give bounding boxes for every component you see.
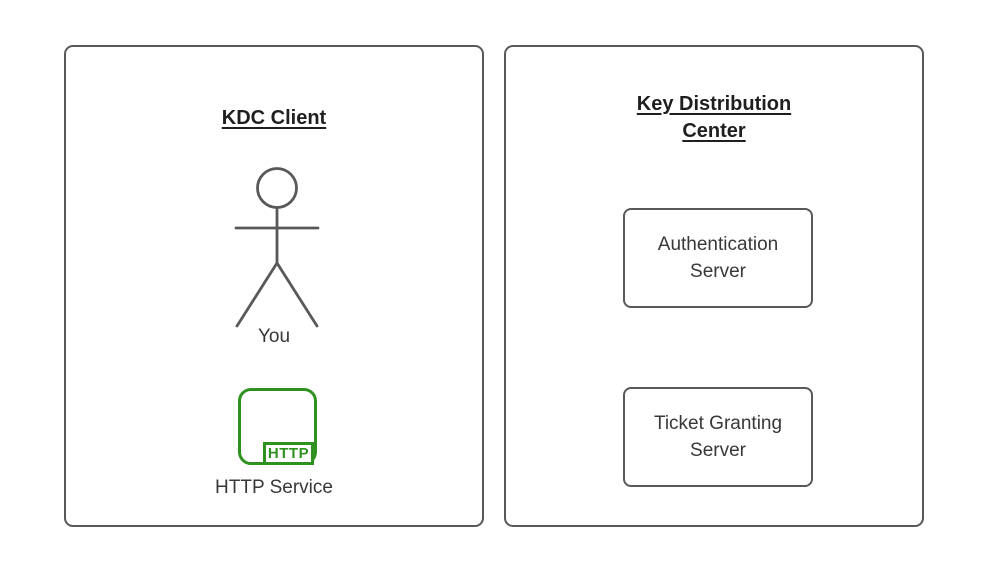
http-service-label: HTTP Service (215, 477, 333, 498)
kdc-title-text: Key Distribution Center (636, 93, 792, 142)
kdc-title: Key Distribution Center (506, 90, 922, 146)
http-badge-text: HTTP (267, 445, 310, 462)
http-badge: HTTP (263, 442, 314, 465)
kdc-client-title: KDC Client (66, 90, 482, 146)
actor-label: You (257, 326, 291, 347)
authentication-server-node: Authentication Server (623, 208, 813, 308)
ticket-granting-server-node: Ticket Granting Server (623, 387, 813, 487)
ticket-granting-server-label: Ticket Granting Server (653, 413, 783, 461)
person-icon (234, 167, 320, 328)
authentication-server-label: Authentication Server (657, 234, 779, 282)
key-distribution-center-panel: Key Distribution Center Authentication S… (504, 45, 924, 527)
kdc-client-title-text: KDC Client (221, 106, 327, 129)
kdc-client-panel: KDC Client You HTTP HTTP Service (64, 45, 484, 527)
http-service-icon: HTTP (238, 388, 317, 465)
